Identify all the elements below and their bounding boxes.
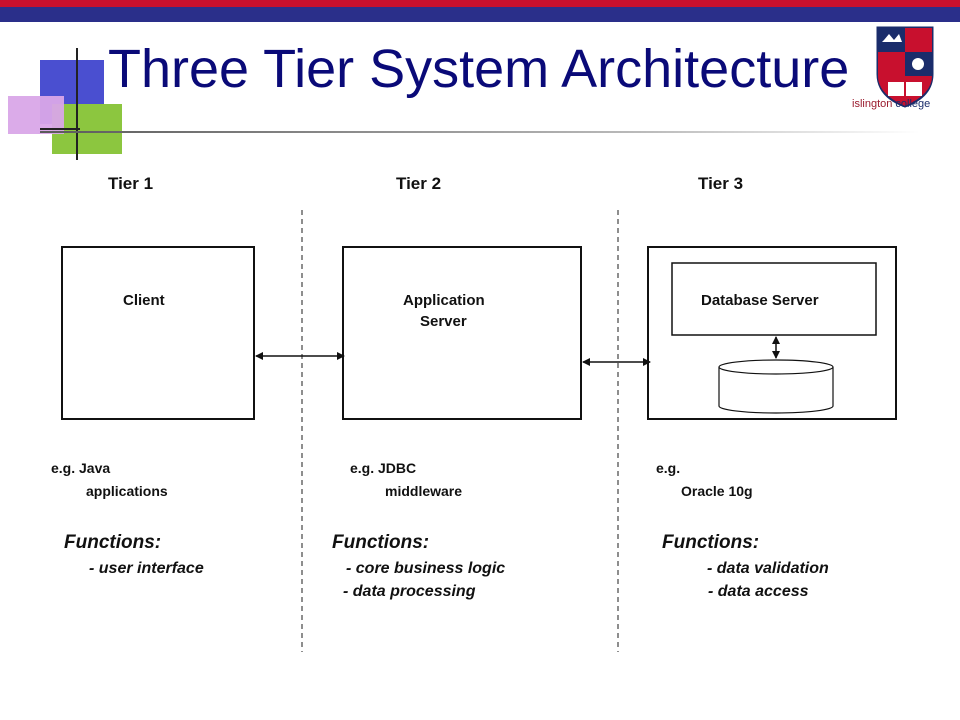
tier-3-example-line-1: e.g. (656, 460, 680, 476)
tier-3-heading: Tier 3 (698, 174, 743, 193)
corner-decoration (0, 44, 130, 164)
database-cylinder-icon (718, 359, 834, 414)
title-underline (40, 131, 920, 133)
tier-2-functions-title: Functions: (332, 532, 429, 553)
top-banner (0, 0, 960, 22)
application-server-box (342, 246, 582, 420)
tier-2-heading: Tier 2 (396, 174, 441, 193)
tier-3-function-item: - data validation (707, 560, 829, 577)
college-logo (846, 22, 960, 122)
logo-text-sub: college (895, 98, 931, 110)
tier-1-function-item: - user interface (89, 560, 204, 577)
database-server-box (671, 262, 877, 336)
deco-line-vertical (76, 48, 78, 160)
tier-2-function-item: - core business logic (346, 560, 505, 577)
tier-1-heading: Tier 1 (108, 174, 153, 193)
college-crest-icon (874, 26, 934, 110)
top-banner-red-stripe (0, 0, 960, 7)
deco-square-pink (8, 96, 64, 134)
tier-3-example-line-2: Oracle 10g (681, 483, 753, 499)
database-server-label: Database Server (701, 292, 819, 309)
slide-title: Three Tier System Architecture (108, 39, 850, 99)
tier-1-example-line-1: e.g. Java (51, 460, 110, 476)
tier-2-example-line-2: middleware (385, 483, 462, 499)
client-box-label: Client (123, 292, 165, 309)
logo-text-main: islington (852, 98, 893, 110)
client-box (61, 246, 255, 420)
tier-3-function-item: - data access (708, 583, 809, 600)
top-banner-blue-stripe (0, 7, 960, 22)
tier-2-function-item: - data processing (343, 583, 476, 600)
application-server-label-line-1: Application (403, 292, 485, 309)
tier-1-functions-title: Functions: (64, 532, 161, 553)
tier-2-example-line-1: e.g. JDBC (350, 460, 416, 476)
application-server-label-line-2: Server (420, 313, 467, 330)
college-logo-text: islington college (852, 98, 930, 110)
tier-1-example-line-2: applications (86, 483, 168, 499)
deco-line-horizontal (40, 128, 80, 130)
tier-3-functions-title: Functions: (662, 532, 759, 553)
